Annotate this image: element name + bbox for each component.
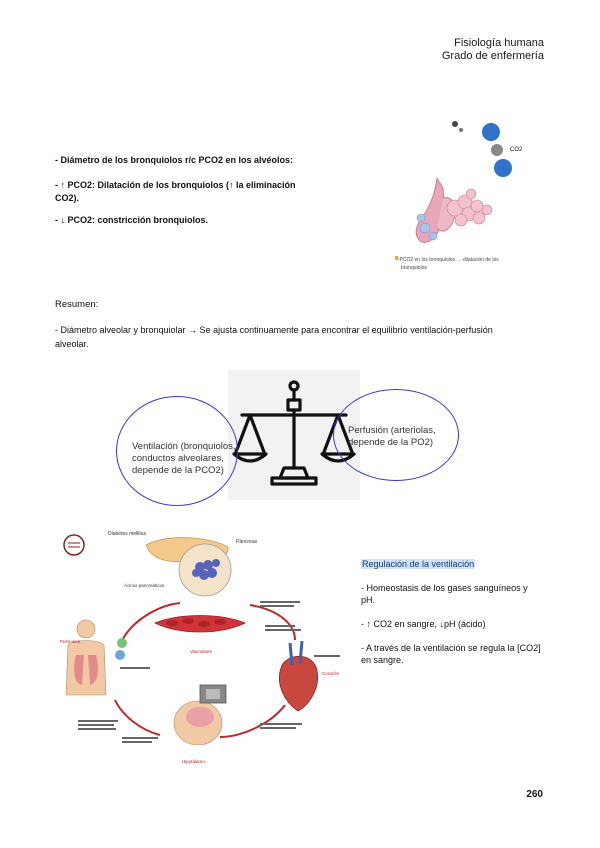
molecule-atom-small — [452, 121, 458, 127]
heart-label: Corazón — [322, 671, 340, 676]
regulation-title-row: Regulación de la ventilación — [361, 558, 476, 571]
acinus-magnification — [178, 543, 232, 597]
cycle-arrow — [249, 604, 296, 641]
person-head — [76, 619, 96, 639]
perfusion-oval — [333, 389, 459, 481]
perfusion-oval-text: Perfusión (arteriolas, depende de la PO2… — [348, 425, 436, 449]
pancreas-label: Páncreas — [236, 539, 258, 545]
acinus-label: Ácinos pancreáticos — [124, 582, 165, 588]
lungs-label: Pulmones — [60, 639, 81, 644]
blood-label: Vasculares — [190, 649, 213, 654]
ventilation-line-3: depende de la PCO2) — [132, 465, 224, 476]
lung-right — [88, 655, 98, 685]
figure-caption: ↑PCO2 en los bronquiolos → dilatación de… — [397, 257, 499, 263]
document-title: Fisiología humana — [454, 37, 544, 49]
regulation-item-2: - ↑ CO2 en sangre, ↓pH (ácido) — [361, 619, 486, 629]
gas-bubble-icon — [115, 650, 125, 660]
capillary-network — [416, 213, 438, 241]
molecule-atom-small — [459, 128, 463, 132]
ventilation-oval-text: Ventilación (bronquiolos, conductos alve… — [132, 441, 236, 477]
ventilation-line-2: conductos alveolares, — [132, 453, 224, 464]
regulation-item-1: - Homeostasis de los gases sanguíneos y — [361, 583, 528, 593]
alveoli-cluster — [446, 188, 493, 227]
brain-shape — [186, 707, 214, 727]
co2-oxygen-atom — [482, 123, 500, 141]
summary-heading: Resumen: — [55, 299, 99, 310]
pco2-increase-line-cont: CO2). — [55, 193, 80, 203]
pco2-decrease-line: - ↓ PCO2: constricción bronquiolos. — [55, 215, 209, 225]
summary-line: - Diámetro alveolar y bronquiolar → Se a… — [55, 325, 493, 335]
physiology-cycle-figure: Diabetes mellitus Páncreas Ácinos pancre… — [60, 531, 340, 764]
page-number: 260 — [526, 789, 543, 800]
bronchiole-branch — [415, 176, 445, 243]
cycle-arrow — [219, 704, 286, 738]
brain-label: Hipotálamo — [182, 759, 205, 764]
bronchiole-diameter-heading: - Diámetro de los bronquiolos r/c PCO2 e… — [55, 155, 294, 165]
figure-caption-cont: bronquiolos — [401, 265, 427, 271]
summary-line-cont: alveolar. — [55, 339, 89, 349]
perfusion-line-1: Perfusión (arteriolas, — [348, 425, 436, 436]
co2-label: CO2 — [510, 147, 523, 153]
document-subtitle: Grado de enfermería — [441, 50, 544, 62]
ventilation-oval — [116, 396, 238, 506]
lung-left — [74, 655, 84, 685]
ventilation-line-1: Ventilación (bronquiolos, — [132, 441, 236, 452]
co2-carbon-atom — [491, 144, 503, 156]
diabetes-label: Diabetes mellitus — [108, 531, 147, 537]
heart-shape — [279, 655, 318, 712]
caption-bullet-icon — [395, 256, 398, 260]
heart-vessels — [288, 640, 304, 666]
emblem-icon — [63, 534, 85, 556]
regulation-item-1-cont: pH. — [361, 595, 376, 605]
gas-bubble-icon — [117, 638, 127, 648]
regulation-item-3-cont: en sangre. — [361, 655, 404, 665]
regulation-item-3: - A través de la ventilación se regula l… — [361, 643, 541, 653]
regulation-title: Regulación de la ventilación — [361, 559, 476, 569]
pco2-increase-line: - ↑ PCO2: Dilatación de los bronquiolos … — [55, 180, 296, 190]
perfusion-line-2: depende de la PO2) — [348, 437, 434, 448]
cycle-arrow — [114, 699, 161, 736]
person-torso — [65, 640, 107, 696]
bronchiole-alveoli-figure: CO2 ↑PCO2 en los bronquiolos → dilatació… — [395, 121, 523, 271]
co2-oxygen-atom — [494, 159, 512, 177]
